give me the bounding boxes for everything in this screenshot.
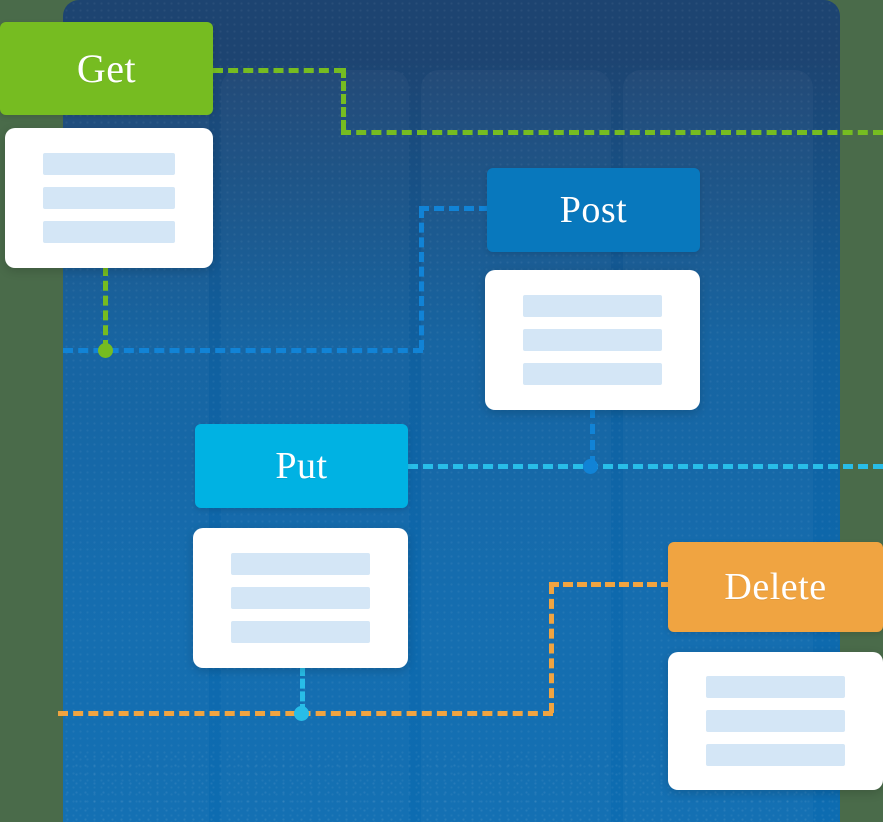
connector-post-vertical bbox=[419, 208, 424, 350]
connector-delete-vertical bbox=[549, 584, 554, 713]
connector-get-horizontal-long bbox=[341, 130, 883, 135]
card-delete-row-2 bbox=[706, 710, 845, 732]
card-delete-row-1 bbox=[706, 676, 845, 698]
card-get-row-1 bbox=[43, 153, 175, 175]
badge-delete-label: Delete bbox=[724, 566, 827, 608]
card-get-row-2 bbox=[43, 187, 175, 209]
card-get[interactable] bbox=[5, 128, 213, 268]
card-put-row-2 bbox=[231, 587, 370, 609]
connector-get-horizontal-top bbox=[213, 68, 344, 73]
badge-post[interactable]: Post bbox=[487, 168, 700, 252]
junction-dot-get bbox=[98, 343, 113, 358]
card-put-row-1 bbox=[231, 553, 370, 575]
card-put-row-3 bbox=[231, 621, 370, 643]
connector-post-into-badge bbox=[419, 206, 489, 211]
card-post-row-3 bbox=[523, 363, 662, 385]
connector-delete-into-badge bbox=[549, 582, 671, 587]
connector-post-card-vertical bbox=[590, 408, 595, 466]
card-delete[interactable] bbox=[668, 652, 883, 790]
junction-dot-post bbox=[583, 459, 598, 474]
connector-post-rail-horizontal bbox=[63, 348, 423, 353]
card-put[interactable] bbox=[193, 528, 408, 668]
badge-get[interactable]: Get bbox=[0, 22, 213, 115]
card-delete-row-3 bbox=[706, 744, 845, 766]
connector-put-rail-horizontal bbox=[408, 464, 883, 469]
junction-dot-put bbox=[294, 706, 309, 721]
connector-get-card-vertical bbox=[103, 266, 108, 350]
card-post-row-2 bbox=[523, 329, 662, 351]
badge-post-label: Post bbox=[559, 189, 628, 231]
badge-delete[interactable]: Delete bbox=[668, 542, 883, 632]
badge-get-label: Get bbox=[76, 46, 137, 91]
connector-put-card-vertical bbox=[300, 666, 305, 714]
card-get-row-3 bbox=[43, 221, 175, 243]
card-post-row-1 bbox=[523, 295, 662, 317]
badge-put-label: Put bbox=[275, 445, 328, 487]
connector-get-vertical bbox=[341, 68, 346, 130]
badge-put[interactable]: Put bbox=[195, 424, 408, 508]
card-post[interactable] bbox=[485, 270, 700, 410]
